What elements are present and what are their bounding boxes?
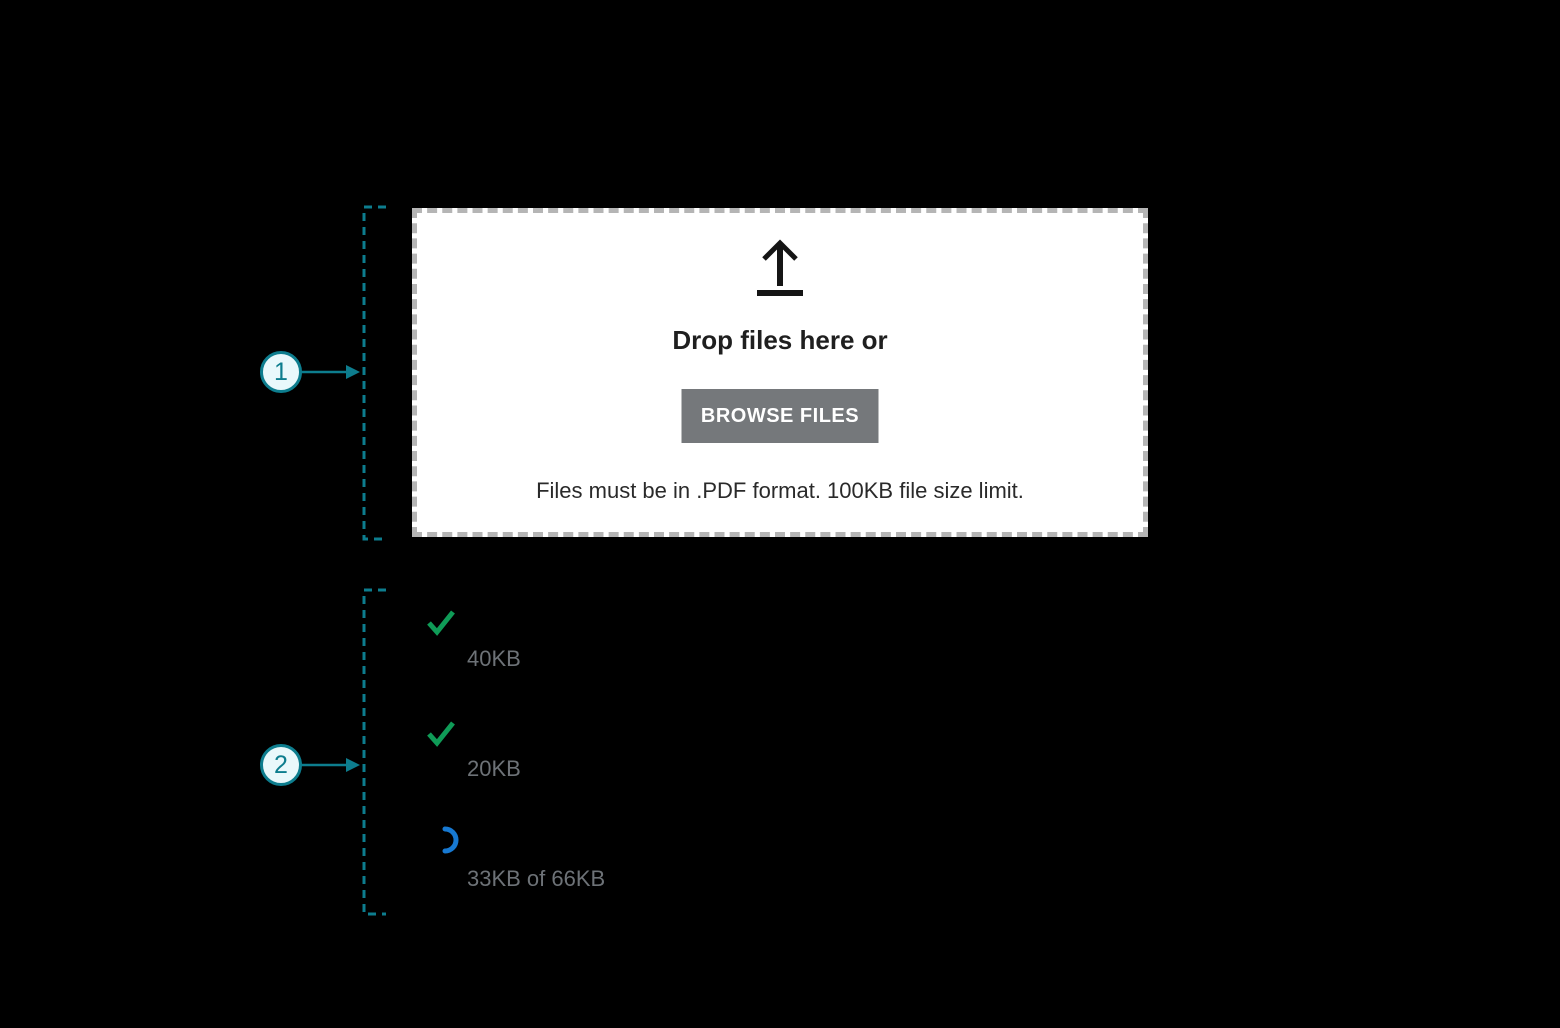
file-status-item: 33KB of 66KB [412, 823, 832, 915]
file-progress-label: 33KB of 66KB [467, 866, 606, 891]
file-size-label: 20KB [467, 756, 521, 781]
callout-number: 1 [274, 357, 288, 386]
check-icon [427, 610, 455, 636]
file-size-label: 40KB [467, 646, 521, 671]
annotation-arrow-1-icon [301, 365, 360, 379]
file-dropzone[interactable]: Drop files here or BROWSE FILES Files mu… [412, 208, 1148, 537]
annotation-callout-1: 1 [260, 351, 302, 393]
annotation-arrow-2-icon [301, 758, 360, 772]
file-status-item: 20KB [412, 716, 832, 808]
spinner-icon [442, 826, 459, 854]
annotation-bracket-1 [362, 205, 386, 541]
annotation-bracket-2 [362, 588, 386, 916]
file-status-item: 40KB [412, 605, 832, 697]
check-icon [427, 721, 455, 747]
dropzone-helper-text: Files must be in .PDF format. 100KB file… [536, 478, 1024, 503]
dropzone-title: Drop files here or [672, 325, 888, 355]
upload-arrow-icon [757, 239, 803, 296]
callout-number: 2 [274, 750, 288, 779]
browse-files-button[interactable]: BROWSE FILES [681, 389, 879, 443]
annotation-callout-2: 2 [260, 744, 302, 786]
